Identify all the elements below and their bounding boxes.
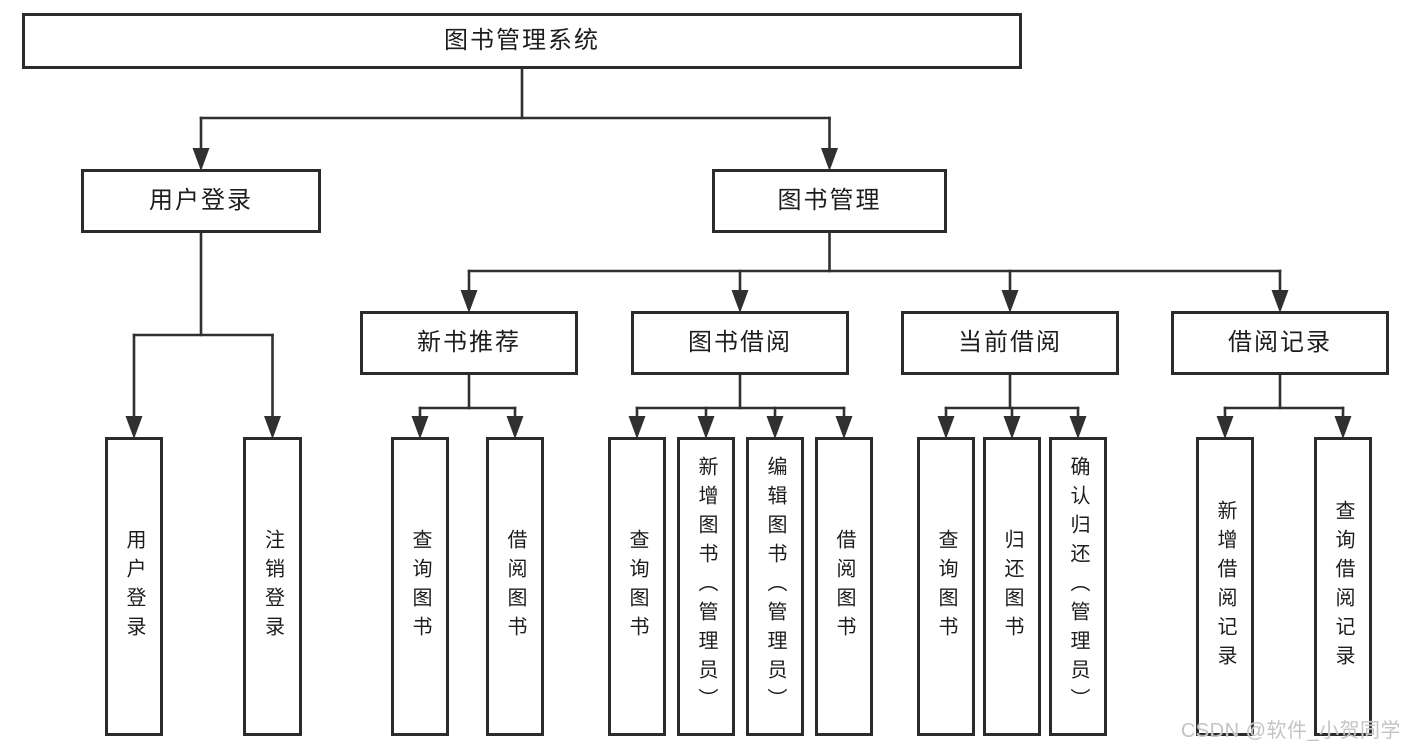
node-root: 图书管理系统: [22, 13, 1022, 69]
node-nr-borrow-books: 借阅图书: [486, 437, 544, 736]
node-cb-confirm-return: 确认归还（管理员）: [1049, 437, 1107, 736]
arrowhead-down-icon: [1216, 416, 1234, 439]
arrowhead-down-icon: [264, 416, 281, 439]
node-label-bb-query-books: 查询图书: [626, 528, 648, 645]
node-label-bb-edit-books: 编辑图书（管理员）: [764, 456, 786, 717]
node-bb-edit-books: 编辑图书（管理员）: [746, 437, 804, 736]
node-bb-borrow-books: 借阅图书: [815, 437, 873, 736]
node-br-add-record: 新增借阅记录: [1196, 437, 1254, 736]
arrowhead-down-icon: [460, 290, 478, 313]
node-label-cb-return-books: 归还图书: [1001, 528, 1023, 645]
node-label-book-borrowing: 图书借阅: [688, 329, 792, 356]
node-book-borrowing: 图书借阅: [631, 311, 849, 375]
arrowhead-down-icon: [125, 416, 143, 439]
node-cb-return-books: 归还图书: [983, 437, 1041, 736]
node-label-book-management: 图书管理: [777, 187, 882, 214]
arrowhead-down-icon: [697, 416, 715, 439]
arrowhead-down-icon: [192, 148, 210, 171]
node-borrow-records: 借阅记录: [1171, 311, 1389, 375]
arrowhead-down-icon: [1001, 290, 1019, 313]
node-label-borrow-records: 借阅记录: [1228, 329, 1332, 356]
node-cb-query-books: 查询图书: [917, 437, 975, 736]
node-leaf-logout: 注销登录: [243, 437, 302, 736]
node-book-management: 图书管理: [712, 169, 947, 233]
arrowhead-down-icon: [835, 416, 853, 439]
arrowhead-down-icon: [1334, 416, 1352, 439]
node-label-current-borrowing: 当前借阅: [958, 329, 1062, 356]
arrowhead-down-icon: [506, 416, 524, 439]
node-bb-query-books: 查询图书: [608, 437, 666, 736]
arrowhead-down-icon: [1003, 416, 1021, 439]
node-leaf-user-login: 用户登录: [105, 437, 163, 736]
arrowhead-down-icon: [821, 148, 838, 171]
node-label-bb-add-books: 新增图书（管理员）: [695, 456, 717, 717]
watermark-text: CSDN @软件_小贺同学: [1180, 720, 1401, 742]
node-label-user-login: 用户登录: [149, 187, 253, 214]
arrowhead-down-icon: [1271, 290, 1289, 313]
node-label-br-query-record: 查询借阅记录: [1332, 499, 1354, 674]
node-label-br-add-record: 新增借阅记录: [1214, 499, 1236, 674]
node-label-bb-borrow-books: 借阅图书: [833, 528, 855, 645]
node-label-cb-query-books: 查询图书: [935, 528, 957, 645]
arrowhead-down-icon: [1069, 416, 1087, 439]
node-current-borrowing: 当前借阅: [901, 311, 1119, 375]
node-label-cb-confirm-return: 确认归还（管理员）: [1067, 456, 1089, 717]
arrowhead-down-icon: [731, 290, 749, 313]
arrowhead-down-icon: [766, 416, 784, 439]
node-label-leaf-logout: 注销登录: [261, 528, 284, 645]
arrowhead-down-icon: [937, 416, 955, 439]
node-label-leaf-user-login: 用户登录: [123, 528, 145, 645]
node-bb-add-books: 新增图书（管理员）: [677, 437, 735, 736]
node-new-book-recommend: 新书推荐: [360, 311, 578, 375]
node-user-login: 用户登录: [81, 169, 321, 233]
arrowhead-down-icon: [628, 416, 646, 439]
node-label-nr-query-books: 查询图书: [409, 528, 431, 645]
node-label-nr-borrow-books: 借阅图书: [504, 528, 526, 645]
node-br-query-record: 查询借阅记录: [1314, 437, 1372, 736]
node-nr-query-books: 查询图书: [391, 437, 449, 736]
node-label-new-book-recommend: 新书推荐: [417, 329, 521, 356]
arrowhead-down-icon: [411, 416, 429, 439]
node-label-root: 图书管理系统: [444, 27, 600, 54]
